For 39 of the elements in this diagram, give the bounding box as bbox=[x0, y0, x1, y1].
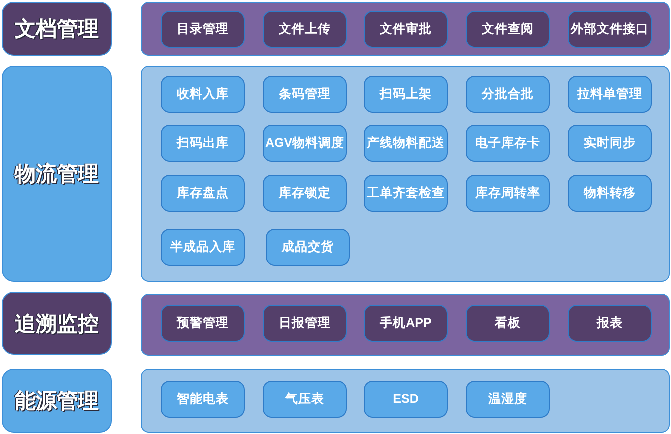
function-box: 成品交货 bbox=[266, 229, 350, 266]
module-panel bbox=[141, 2, 670, 56]
function-box: ESD bbox=[364, 381, 448, 418]
function-box: 收料入库 bbox=[161, 76, 245, 113]
function-box: 智能电表 bbox=[161, 381, 245, 418]
function-box: AGV物料调度 bbox=[263, 125, 347, 162]
function-box: 实时同步 bbox=[568, 125, 652, 162]
function-box: 库存盘点 bbox=[161, 175, 245, 212]
function-box: 外部文件接口 bbox=[568, 11, 652, 48]
function-box: 文件查阅 bbox=[466, 11, 550, 48]
function-box: 半成品入库 bbox=[161, 229, 245, 266]
function-box: 温湿度 bbox=[466, 381, 550, 418]
function-box: 文件上传 bbox=[263, 11, 347, 48]
function-box: 预警管理 bbox=[161, 305, 245, 342]
function-box: 文件审批 bbox=[364, 11, 448, 48]
module-panel bbox=[141, 294, 670, 356]
category-box: 追溯监控 bbox=[2, 292, 112, 355]
function-box: 气压表 bbox=[263, 381, 347, 418]
function-box: 目录管理 bbox=[161, 11, 245, 48]
category-box: 能源管理 bbox=[2, 369, 112, 433]
function-box: 分批合批 bbox=[466, 76, 550, 113]
function-box: 产线物料配送 bbox=[364, 125, 448, 162]
module-panel bbox=[141, 66, 670, 282]
function-box: 库存周转率 bbox=[466, 175, 550, 212]
function-box: 扫码上架 bbox=[364, 76, 448, 113]
module-panel bbox=[141, 369, 670, 433]
function-box: 库存锁定 bbox=[263, 175, 347, 212]
function-box: 日报管理 bbox=[263, 305, 347, 342]
function-box: 电子库存卡 bbox=[466, 125, 550, 162]
function-box: 工单齐套检查 bbox=[364, 175, 448, 212]
function-box: 条码管理 bbox=[263, 76, 347, 113]
function-box: 手机APP bbox=[364, 305, 448, 342]
function-box: 扫码出库 bbox=[161, 125, 245, 162]
category-box: 文档管理 bbox=[2, 2, 112, 56]
function-box: 物料转移 bbox=[568, 175, 652, 212]
function-box: 报表 bbox=[568, 305, 652, 342]
function-box: 拉料单管理 bbox=[568, 76, 652, 113]
category-box: 物流管理 bbox=[2, 66, 112, 282]
function-box: 看板 bbox=[466, 305, 550, 342]
